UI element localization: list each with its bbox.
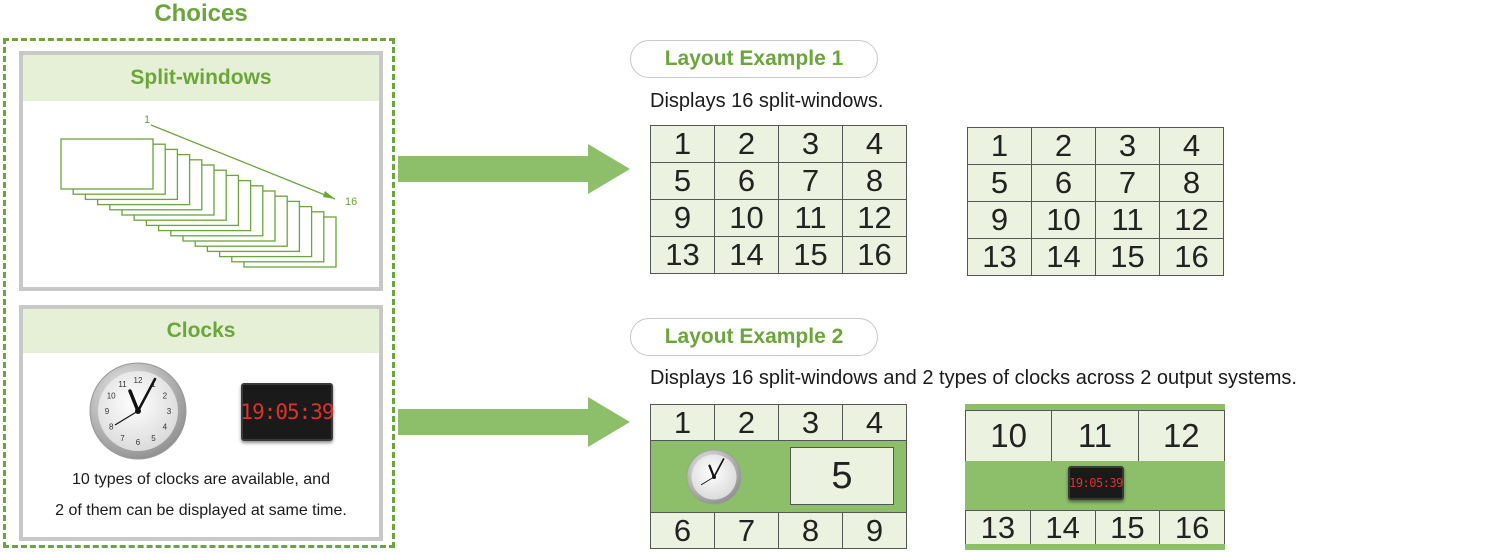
- grid-cell: 8: [842, 162, 907, 200]
- grid-cell: 9: [967, 201, 1032, 239]
- clock-numeral: 11: [118, 380, 127, 389]
- clock-numeral: 8: [109, 423, 114, 432]
- grid-cell: 13: [967, 238, 1032, 276]
- grid-cell: 4: [842, 125, 907, 163]
- grid-cell: 12: [1159, 201, 1224, 239]
- grid-cell: 11: [778, 199, 843, 237]
- split-windows-illustration: 1 16: [60, 114, 357, 268]
- grid-cell: 10: [965, 410, 1053, 462]
- grid-cell: 14: [1029, 510, 1096, 545]
- grid-cell: 14: [714, 236, 779, 274]
- grid-cell: 3: [1095, 127, 1160, 165]
- clock-numeral: 3: [167, 407, 172, 416]
- arrow-to-example1: [398, 144, 633, 199]
- grid-cell: 1: [650, 404, 715, 441]
- clock-numeral: 2: [163, 392, 168, 401]
- grid-cell: 15: [1094, 510, 1161, 545]
- grid-cell: 1: [650, 125, 715, 163]
- grid-cell: 4: [842, 404, 907, 441]
- grid-cell: 16: [1159, 238, 1224, 276]
- layout-example2-description: Displays 16 split-windows and 2 types of…: [650, 367, 1297, 389]
- grid-cell: 13: [965, 510, 1031, 545]
- split-windows-title: Split-windows: [23, 55, 379, 101]
- small-analog-clock-icon: [686, 449, 742, 505]
- grid-cell: 13: [650, 236, 715, 274]
- small-digital-clock-time: 19:05:39: [1069, 476, 1123, 490]
- split-first-label: 1: [144, 114, 150, 126]
- clocks-title: Clocks: [23, 309, 379, 353]
- grid-cell: 16: [1159, 510, 1225, 545]
- grid-cell: 10: [1031, 201, 1096, 239]
- grid-cell: 5: [967, 164, 1032, 202]
- arrow-to-example2: [398, 397, 633, 452]
- grid-cell: 2: [1031, 127, 1096, 165]
- grid-cell: 16: [842, 236, 907, 274]
- clock-numeral: 12: [134, 376, 143, 385]
- grid-cell: 1: [967, 127, 1032, 165]
- grid-cell: 3: [778, 125, 843, 163]
- grid-cell: 15: [1095, 238, 1160, 276]
- choices-title: Choices: [154, 0, 248, 27]
- grid-cell: 5: [650, 162, 715, 200]
- grid-cell: 2: [714, 125, 779, 163]
- split-last-label: 16: [345, 196, 357, 208]
- grid-cell: 6: [714, 162, 779, 200]
- clock-numeral: 7: [120, 434, 125, 443]
- split-window-frame: [60, 138, 154, 190]
- clock-numeral: 4: [163, 423, 168, 432]
- split-windows-panel: Split-windows 1 16: [19, 51, 383, 291]
- small-digital-clock-icon: 19:05:39: [1068, 466, 1124, 500]
- layout-example2-label: Layout Example 2: [630, 318, 878, 356]
- clocks-caption-line1: 10 types of clocks are available, and: [72, 471, 330, 488]
- clock-numeral: 1: [151, 380, 156, 389]
- clock-numeral: 5: [151, 434, 156, 443]
- grid-cell: 7: [1095, 164, 1160, 202]
- grid-cell: 6: [650, 512, 715, 549]
- grid-cell: 8: [778, 512, 843, 549]
- grid-cell: 7: [714, 512, 779, 549]
- grid-cell: 14: [1031, 238, 1096, 276]
- grid-cell: 3: [778, 404, 843, 441]
- digital-clock-icon: 19:05:39: [240, 383, 335, 441]
- layout-example1-label: Layout Example 1: [630, 40, 878, 78]
- grid-cell: 12: [842, 199, 907, 237]
- layout-example1-description: Displays 16 split-windows.: [650, 90, 884, 112]
- clock-numeral: 6: [136, 438, 141, 447]
- grid-cell: 8: [1159, 164, 1224, 202]
- grid-cell: 11: [1051, 410, 1139, 462]
- grid-cell: 4: [1159, 127, 1224, 165]
- grid-cell: 10: [714, 199, 779, 237]
- grid-cell: 11: [1095, 201, 1160, 239]
- clocks-caption-line2: 2 of them can be displayed at same time.: [55, 502, 347, 519]
- grid-cell: 7: [778, 162, 843, 200]
- grid-cell: 9: [650, 199, 715, 237]
- digital-clock-time: 19:05:39: [240, 400, 334, 424]
- grid-cell: 2: [714, 404, 779, 441]
- grid-cell: 6: [1031, 164, 1096, 202]
- clock-numeral: 9: [105, 407, 110, 416]
- grid-cell: 9: [842, 512, 907, 549]
- grid-cell: 15: [778, 236, 843, 274]
- grid-cell: 12: [1137, 410, 1225, 462]
- example2-cell-5: 5: [790, 447, 894, 505]
- clock-numeral: 10: [107, 392, 116, 401]
